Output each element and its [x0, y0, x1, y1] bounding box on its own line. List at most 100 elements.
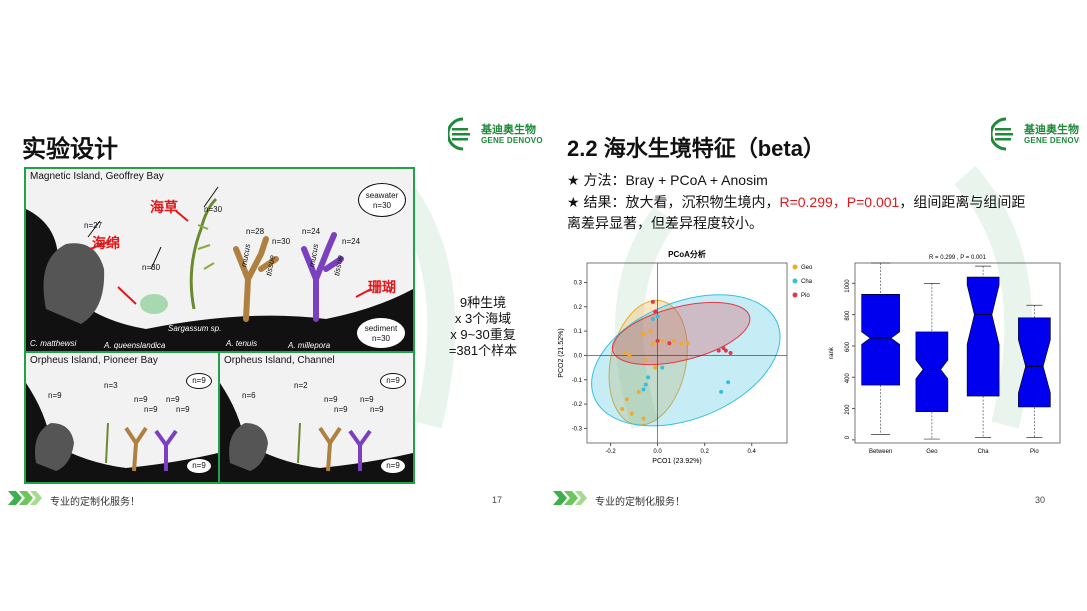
y-tick-label: -0.1 [572, 378, 583, 384]
count-label: n=9 [134, 395, 148, 404]
seawater-label: seawater [365, 191, 399, 200]
y-tick-label: -0.2 [572, 402, 583, 408]
y-tick-label: 0.1 [574, 329, 583, 335]
data-point-Cha [719, 389, 724, 394]
count-label: n=30 [204, 205, 223, 214]
panel-channel: Orpheus Island, Channel n=6 n=2 n=9 n=9 … [218, 351, 415, 484]
chart-title: PCoA分析 [668, 249, 706, 259]
legend-marker-Pio [792, 292, 798, 298]
data-point-Geo [629, 411, 634, 416]
data-point-Geo [679, 341, 684, 346]
anosim-boxplot: R = 0.299 , P = 0.00102004006008001000ra… [829, 255, 1061, 455]
species-label: C. matthewsi [30, 339, 77, 348]
data-point-Cha [655, 314, 660, 319]
footer-text: 专业的定制化服务！ [595, 497, 685, 508]
data-point-Pio [653, 309, 658, 314]
y-tick-label: 400 [845, 373, 851, 384]
y-tick-label: -0.3 [572, 426, 583, 432]
panel-title: Orpheus Island, Pioneer Bay [30, 355, 158, 366]
data-point-Geo [625, 397, 629, 402]
count-label: n=3 [104, 381, 118, 390]
box-Cha [966, 276, 1000, 397]
x-tick-label: 0.4 [748, 449, 757, 455]
x-tick-label: 0.0 [653, 449, 662, 455]
y-tick-label: 0.2 [574, 305, 583, 311]
gene-denovo-logo-icon [448, 117, 470, 151]
logo-cn-text: 基迪奥生物 [481, 123, 536, 136]
data-point-Cha [641, 387, 646, 392]
count-label: n=24 [302, 227, 321, 236]
legend-marker-Cha [792, 278, 798, 284]
count-label: n=9 [48, 391, 62, 400]
y-axis-label: rank [829, 346, 835, 359]
x-tick-label: Between [869, 449, 892, 455]
footer-chevrons-icon [8, 491, 42, 505]
logo-en-text: GENE DENOVO [481, 135, 543, 145]
data-point-Cha [643, 382, 648, 387]
result-stats: R=0.299，P=0.001 [779, 194, 900, 210]
sediment-badge: n=9 [186, 458, 212, 474]
experiment-design-figure: Magnetic Island, Geoffrey Bay n=27 n=30 … [24, 167, 415, 484]
gene-denovo-logo-icon [991, 117, 1013, 151]
data-point-Geo [648, 329, 653, 334]
box-Between [861, 294, 900, 386]
data-point-Pio [655, 338, 660, 343]
data-point-Geo [643, 358, 648, 363]
x-tick-label: Pio [1030, 449, 1039, 455]
sample-summary-line: =381个样本 [448, 343, 518, 358]
sponge-illustration [43, 243, 105, 324]
data-point-Geo [627, 353, 632, 358]
coral-millepora-illustration [301, 232, 344, 322]
logo-en-text: GENE DENOVO [1024, 135, 1080, 145]
data-point-Geo [660, 338, 665, 343]
sediment-badge: n=9 [380, 458, 406, 474]
data-point-Pio [667, 341, 672, 346]
count-label: n=28 [246, 227, 265, 236]
sample-summary-line: 9种生境 [459, 295, 507, 310]
x-tick-label: 0.2 [700, 449, 709, 455]
count-label: n=9 [334, 405, 348, 414]
y-axis-label: PCO2 (21.52%) [558, 328, 565, 377]
y-tick-label: 0.0 [574, 353, 583, 359]
data-point-Pio [716, 348, 721, 353]
y-tick-label: 600 [845, 341, 851, 352]
plot-area [587, 263, 787, 443]
y-tick-label: 800 [845, 310, 851, 321]
left-slide: 实验设计 基迪奥生物 GENE DENOVO [8, 95, 543, 520]
count-label: n=9 [176, 405, 190, 414]
confidence-ellipse-Pio [611, 301, 751, 366]
company-logo: 基迪奥生物 GENE DENOVO [991, 117, 1080, 151]
species-label: A. queenslandica [104, 341, 166, 350]
data-point-Geo [650, 341, 655, 346]
data-point-Cha [650, 316, 655, 321]
right-slide: 2.2 海水生境特征（beta） 基迪奥生物 GENE DENOVO ★ 方法：… [545, 95, 1080, 520]
sample-summary: 9种生境 x 3个海域 x 9~30重复 =381个样本 [428, 295, 538, 359]
slide-title: 实验设计 [22, 136, 118, 163]
data-point-Cha [646, 375, 651, 380]
sediment-count: n=30 [371, 334, 391, 343]
data-point-Cha [660, 365, 665, 370]
arrow-coral-icon [355, 288, 372, 298]
seaweed-illustration [189, 197, 218, 310]
slide-title: 2.2 海水生境特征（beta） [567, 136, 825, 161]
data-point-Geo [622, 351, 627, 355]
x-axis-label: PCO1 (23.92%) [652, 458, 701, 465]
y-tick-label: 1000 [845, 279, 851, 293]
sediment-badge: sediment n=30 [356, 317, 406, 349]
data-point-Geo [672, 338, 677, 343]
species-label: A. millepora [288, 341, 331, 350]
count-label: n=9 [166, 395, 180, 404]
seawater-badge: seawater n=30 [358, 183, 406, 217]
company-logo: 基迪奥生物 GENE DENOVO [448, 117, 543, 151]
seawater-badge: n=9 [186, 373, 212, 389]
coral-tenuis-illustration [233, 236, 279, 322]
data-point-Cha [726, 380, 731, 385]
logo-cn-text: 基迪奥生物 [1024, 123, 1079, 136]
count-label: n=24 [342, 237, 361, 246]
data-point-Geo [620, 406, 625, 411]
y-tick-label: 200 [845, 404, 851, 415]
legend-marker-Geo [792, 264, 798, 270]
result-bullet: ★ 结果：放大看，沉积物生境内，R=0.299，P=0.001，组间距离与组间距 [567, 192, 1025, 213]
data-point-Geo [641, 331, 646, 336]
